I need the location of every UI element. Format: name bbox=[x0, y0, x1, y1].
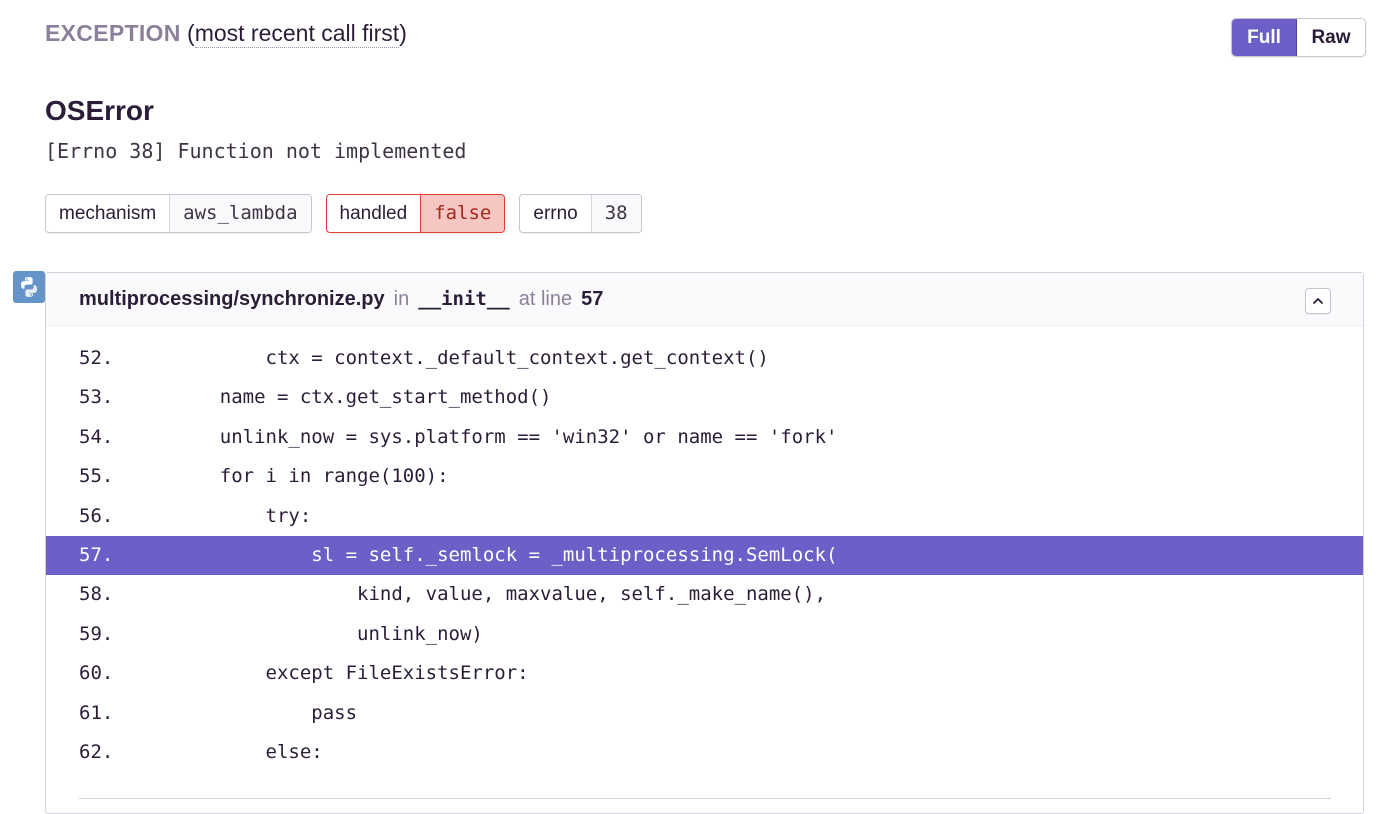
error-type: OSError bbox=[45, 95, 154, 126]
tag-value: aws_lambda bbox=[170, 195, 311, 232]
at-line-label: at line bbox=[518, 287, 573, 310]
code-line: 59. unlink_now) bbox=[79, 622, 483, 645]
full-view-button[interactable]: Full bbox=[1232, 19, 1297, 56]
python-icon bbox=[13, 271, 45, 303]
tag-value: 38 bbox=[591, 195, 641, 232]
code-context: 52. ctx = context._default_context.get_c… bbox=[46, 339, 1363, 772]
tag-errno[interactable]: errno 38 bbox=[519, 194, 642, 233]
exception-label: EXCEPTION bbox=[45, 20, 181, 46]
code-line: 62. else: bbox=[79, 740, 323, 763]
code-line: 54. unlink_now = sys.platform == 'win32'… bbox=[79, 425, 838, 448]
raw-view-button[interactable]: Raw bbox=[1297, 19, 1365, 56]
tag-list: mechanism aws_lambda handled false errno… bbox=[45, 194, 642, 233]
collapse-frame-button[interactable] bbox=[1305, 288, 1331, 314]
frame-filename: multiprocessing/synchronize.py bbox=[79, 287, 385, 310]
tag-key: mechanism bbox=[46, 195, 171, 232]
tag-mechanism[interactable]: mechanism aws_lambda bbox=[45, 194, 312, 233]
error-message: [Errno 38] Function not implemented bbox=[45, 139, 467, 163]
call-order-label[interactable]: (most recent call first) bbox=[187, 20, 407, 48]
view-toggle: Full Raw bbox=[1231, 18, 1366, 57]
in-label: in bbox=[393, 287, 410, 310]
code-line: 56. try: bbox=[79, 504, 312, 527]
frame-header[interactable]: multiprocessing/synchronize.py in __init… bbox=[46, 273, 1363, 326]
frame-function: __init__ bbox=[418, 288, 510, 310]
divider bbox=[79, 798, 1331, 799]
tag-value: false bbox=[421, 195, 505, 232]
code-line: 58. kind, value, maxvalue, self._make_na… bbox=[79, 583, 827, 606]
code-line-active: 57. sl = self._semlock = _multiprocessin… bbox=[46, 535, 1363, 576]
code-line: 55. for i in range(100): bbox=[79, 465, 449, 488]
tag-key: errno bbox=[520, 195, 592, 232]
tag-handled[interactable]: handled false bbox=[325, 194, 506, 233]
stack-frame: multiprocessing/synchronize.py in __init… bbox=[45, 272, 1364, 814]
code-line: 52. ctx = context._default_context.get_c… bbox=[79, 347, 769, 369]
frame-line-number: 57 bbox=[581, 287, 604, 310]
code-line: 60. except FileExistsError: bbox=[79, 662, 529, 685]
chevron-up-icon bbox=[1313, 298, 1323, 304]
code-line: 61. pass bbox=[79, 701, 358, 724]
exception-header: EXCEPTION (most recent call first) bbox=[45, 20, 407, 48]
tag-key: handled bbox=[327, 195, 422, 232]
code-line: 53. name = ctx.get_start_method() bbox=[79, 386, 552, 409]
